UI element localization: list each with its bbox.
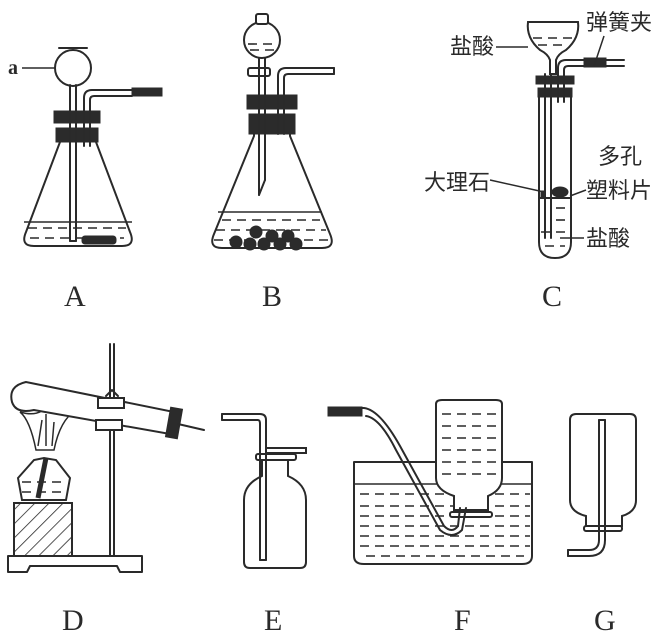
separatory-funnel-bulb — [243, 21, 281, 59]
inverted-gas-bottle — [569, 413, 637, 527]
conical-flask-b — [211, 133, 333, 249]
tube-g-bend-inner — [567, 539, 600, 551]
clamp-top — [97, 397, 125, 409]
caption-e: E — [264, 604, 282, 636]
flame-lines — [37, 414, 55, 447]
delivery-tube-a-inner — [89, 95, 133, 147]
glass-plate — [265, 447, 307, 454]
label-marble: 大理石 — [424, 171, 490, 196]
delivery-tube-e-outer — [221, 413, 267, 561]
delivery-tube-d — [177, 423, 205, 431]
delivery-tube-a-outer — [83, 89, 133, 147]
gas-collection-bottle — [243, 459, 307, 569]
leader-porous — [569, 189, 587, 197]
lamp-wick — [35, 457, 49, 499]
funnel-stopper-b — [255, 13, 269, 25]
delivery-tube-f-outer — [359, 407, 461, 531]
iron-stand-base — [7, 555, 143, 573]
delivery-tube-c-outer — [557, 59, 625, 103]
caption-b: B — [262, 280, 282, 313]
rubber-hose-f — [327, 406, 363, 417]
delivery-tube-b-outer — [277, 67, 335, 135]
long-neck-funnel-bulb — [526, 21, 580, 75]
stopper-b-top — [246, 94, 298, 110]
delivery-tube-e-inner — [221, 419, 261, 561]
bottle-g-mouth — [583, 525, 623, 532]
leader-spring-clip — [593, 35, 605, 67]
wooden-block — [13, 502, 73, 557]
clamp-bottom — [95, 419, 123, 431]
stopper-c-top — [535, 75, 575, 85]
stopper-c-bottom — [537, 87, 573, 98]
rubber-hose-a — [131, 87, 163, 97]
water-trough — [353, 461, 533, 565]
apparatus-a: a A — [8, 47, 163, 313]
thistle-funnel-bulb — [54, 49, 92, 87]
label-a: a — [8, 57, 18, 79]
apparatus-c: 盐酸 弹簧夹 多孔 塑料片 大理石 盐酸 C — [424, 11, 652, 313]
caption-f: F — [454, 604, 471, 636]
caption-g: G — [594, 604, 616, 636]
caption-a: A — [64, 280, 86, 313]
conical-flask-a — [23, 139, 133, 247]
test-tube-c — [538, 94, 572, 259]
sloping-test-tube — [10, 380, 176, 436]
apparatus-e: E — [221, 413, 307, 636]
solid-granules-b — [229, 225, 303, 251]
leader-marble — [489, 179, 545, 193]
funnel-stem-b-tip — [258, 179, 266, 196]
delivery-tube-f-inner — [365, 415, 467, 536]
clamp-screw — [105, 389, 119, 397]
delivery-tube-b-inner — [283, 73, 335, 135]
jar-mouth — [449, 511, 493, 518]
label-porous-line2: 塑料片 — [586, 179, 652, 204]
delivery-tube-c-inner — [563, 65, 625, 103]
tube-g-bend-outer — [567, 539, 606, 557]
apparatus-d: D — [7, 343, 205, 636]
caption-d: D — [62, 604, 84, 636]
caption-c: C — [542, 280, 562, 313]
apparatus-g: G — [567, 413, 637, 636]
apparatus-b: B — [211, 13, 335, 313]
inverted-gas-jar — [435, 399, 503, 511]
stopper-b-bottom — [248, 113, 296, 135]
marble-c-2 — [540, 190, 546, 198]
label-top-acid: 盐酸 — [450, 35, 494, 60]
label-spring-clip: 弹簧夹 — [586, 11, 652, 36]
bottle-neck-rim — [255, 453, 297, 461]
marble-c — [551, 186, 569, 198]
apparatus-f: F — [327, 399, 533, 636]
solid-a — [81, 235, 117, 245]
label-porous-line1: 多孔 — [598, 145, 642, 170]
label-bottom-acid: 盐酸 — [586, 227, 630, 252]
